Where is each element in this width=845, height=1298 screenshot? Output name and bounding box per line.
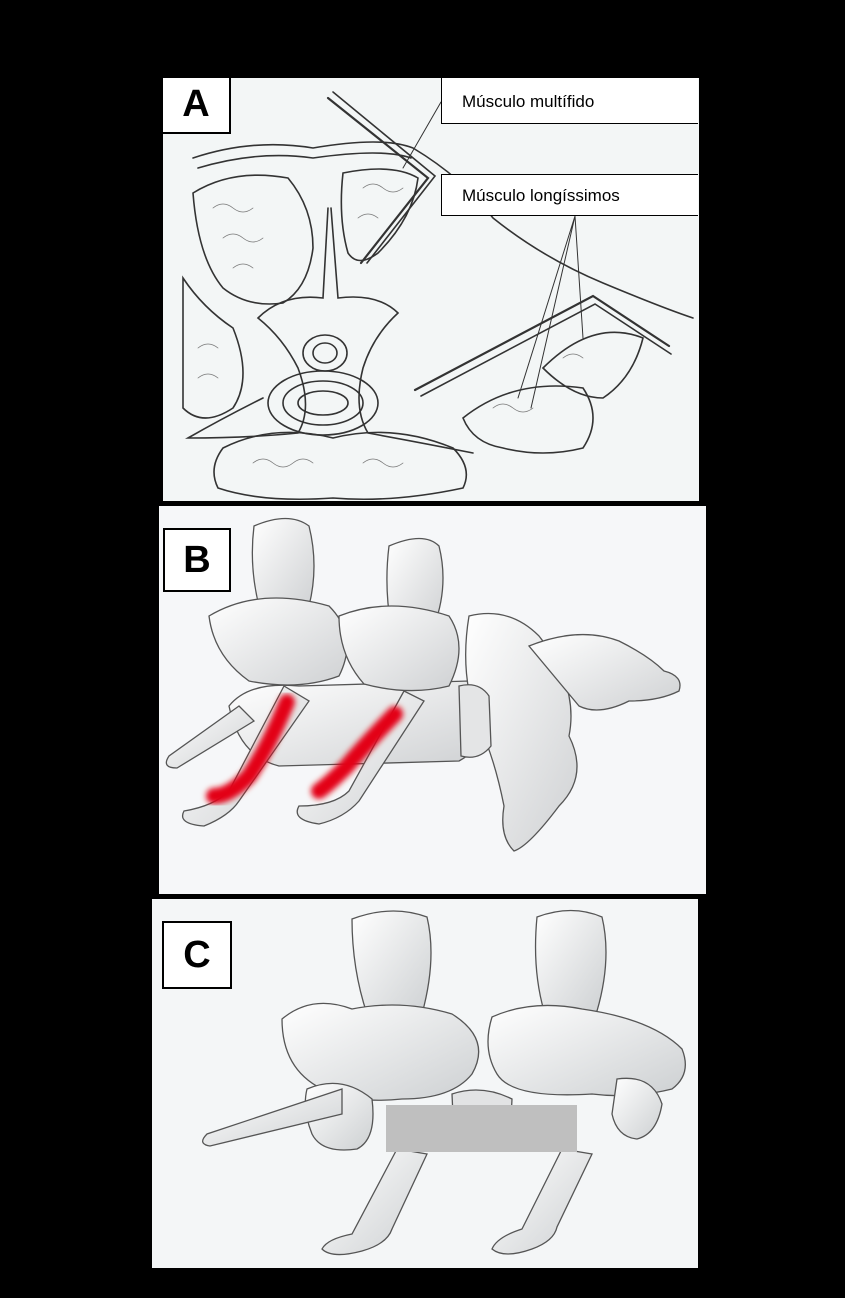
psoas-mass [214,432,466,499]
panel-a-letter: A [163,78,231,134]
label-musculo-multifido: Músculo multífido [441,78,698,124]
spinous-process-1 [352,911,431,1019]
skin-contour [193,142,693,318]
leader-multifido [403,102,441,168]
panel-b-letter: B [163,528,231,592]
intervertebral-disc [459,685,491,758]
multifidus-left [193,175,313,304]
vertebrae-lateral-illustration [159,506,706,894]
longissimus-mass [463,386,593,453]
lamina-1 [209,598,347,685]
articular-mass-2 [488,1005,685,1095]
panel-a: A Músculo multífido Músculo longíssimos [163,78,699,501]
label-musculo-longissimos: Músculo longíssimos [441,174,698,216]
leader-longissimos [518,216,583,408]
panel-c: C [152,899,698,1268]
transverse-process-1 [322,1149,427,1255]
cross-section-illustration [163,78,699,501]
spinous-process-2 [536,911,606,1017]
retractor-right [415,296,669,390]
panel-b: B [159,506,706,894]
transverse-process-2 [492,1149,592,1254]
vertebra-arch [188,208,328,438]
spinal-cord [303,335,347,371]
lamina-2 [339,606,459,691]
redaction-block [386,1105,577,1152]
vertebrae-oblique-illustration [152,899,698,1268]
spinous-process-1 [252,519,314,612]
articular-mass-1 [282,1003,479,1100]
panel-c-letter: C [162,921,232,989]
